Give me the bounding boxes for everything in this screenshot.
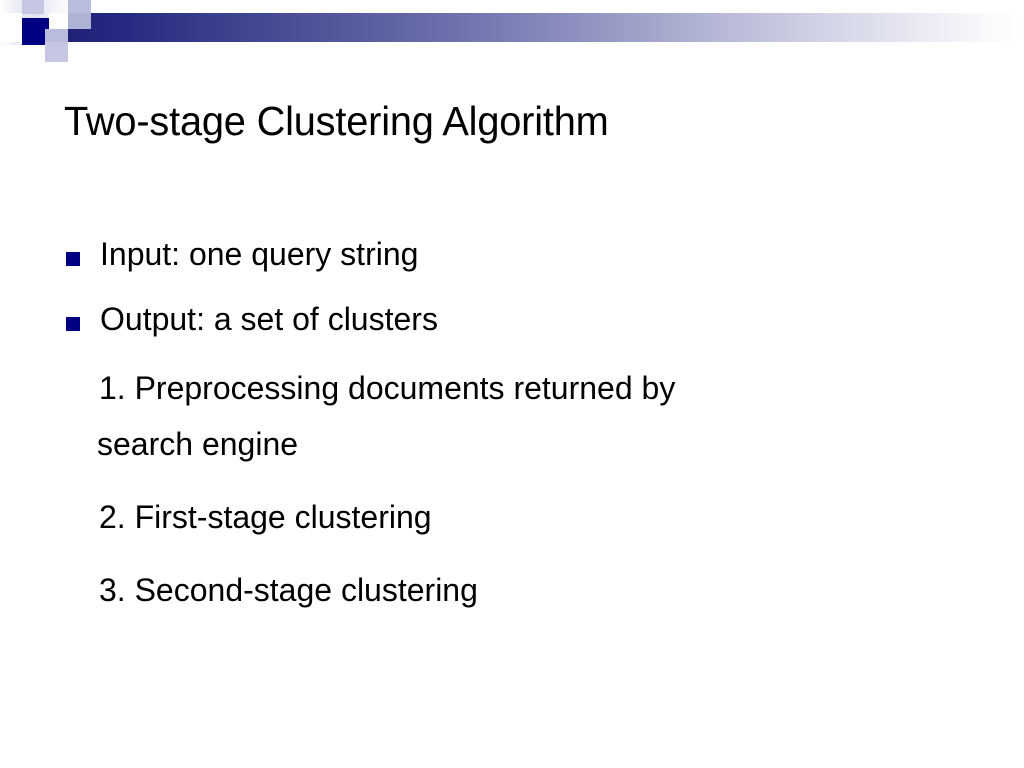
slide-title: Two-stage Clustering Algorithm xyxy=(64,98,609,144)
numbered-item-line1: 2. First-stage clustering xyxy=(99,499,432,535)
deco-tile-b xyxy=(68,0,91,13)
deco-tile-g xyxy=(45,29,68,42)
deco-knockout-a xyxy=(0,13,22,42)
square-bullet-icon xyxy=(66,317,80,331)
deco-knockout-e xyxy=(0,62,1024,80)
header-gradient-bar xyxy=(68,13,1024,42)
deco-tile-d xyxy=(45,42,68,62)
bullet-label: Output: a set of clusters xyxy=(100,301,438,337)
bullet-item-output: Output: a set of clusters xyxy=(0,295,1024,343)
bullet-item-input: Input: one query string xyxy=(0,230,1024,278)
numbered-item-1: 1. Preprocessing documents returned by s… xyxy=(0,360,1024,472)
numbered-item-line1: 1. Preprocessing documents returned by xyxy=(99,370,676,406)
deco-navy-tile xyxy=(22,18,49,45)
deco-tile-f xyxy=(68,13,91,29)
numbered-item-3: 3. Second-stage clustering xyxy=(0,562,1024,618)
slide-body: Input: one query string Output: a set of… xyxy=(0,230,1024,635)
bullet-label: Input: one query string xyxy=(100,236,419,272)
numbered-item-line2: search engine xyxy=(97,426,299,462)
deco-tile-a xyxy=(22,0,44,14)
numbered-item-line1: 3. Second-stage clustering xyxy=(99,572,478,608)
square-bullet-icon xyxy=(66,252,80,266)
header-decoration xyxy=(0,0,1024,80)
numbered-item-2: 2. First-stage clustering xyxy=(0,489,1024,545)
